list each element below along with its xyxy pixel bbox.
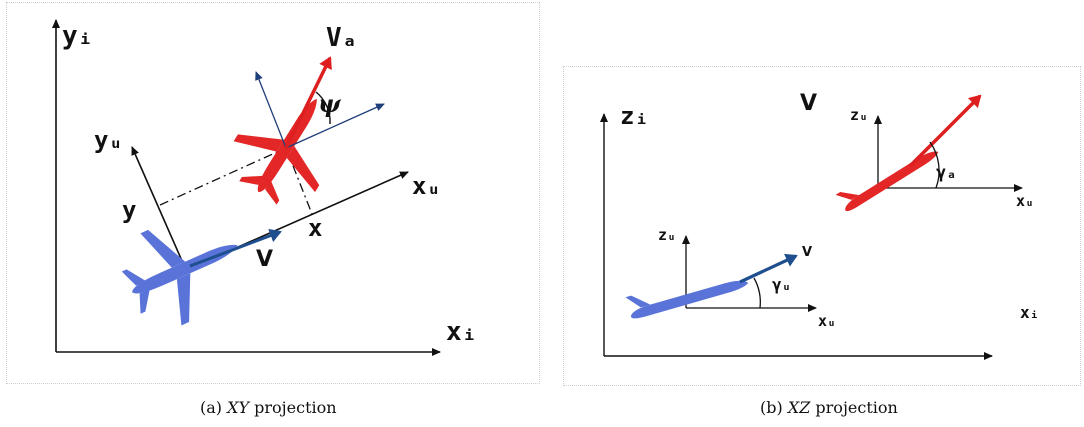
caption-b: (b) XZ projection bbox=[760, 398, 898, 417]
x-projection-line bbox=[285, 147, 313, 215]
v-bottom-label: V bbox=[802, 245, 812, 260]
zu-bottom-label: zᵤ bbox=[658, 226, 676, 244]
caption-b-prefix: (b) bbox=[760, 398, 788, 417]
zu-top-label: zᵤ bbox=[850, 106, 868, 124]
yi-label: yᵢ bbox=[62, 21, 93, 51]
xz-projection-panel bbox=[563, 66, 1081, 386]
gamma-a-label: γₐ bbox=[936, 163, 956, 183]
xi-label: xᵢ bbox=[446, 317, 477, 347]
intruder-y-axis bbox=[255, 71, 287, 149]
psi-angle-arc bbox=[315, 91, 331, 125]
v-top-label: V bbox=[800, 91, 817, 116]
intruder-x-axis bbox=[285, 103, 385, 149]
caption-a-suffix: projection bbox=[249, 398, 337, 417]
xu-label: xᵤ bbox=[412, 172, 441, 200]
xi-label-b: xᵢ bbox=[1020, 303, 1039, 322]
xu-bottom-label: xᵤ bbox=[818, 312, 836, 330]
gamma-u-label: γᵤ bbox=[772, 275, 791, 294]
yu-axis-line bbox=[131, 146, 187, 271]
y-projection-line bbox=[159, 147, 287, 206]
caption-b-suffix: projection bbox=[810, 398, 898, 417]
inertial-axes-a bbox=[52, 19, 441, 356]
psi-label: ψ bbox=[318, 89, 342, 118]
caption-a: (a) XY projection bbox=[200, 398, 337, 417]
yu-label: yᵤ bbox=[94, 126, 123, 154]
x-label: x bbox=[308, 214, 322, 242]
gamma-u-arc bbox=[753, 277, 761, 309]
caption-b-var: XZ bbox=[787, 398, 811, 417]
xu-top-label: xᵤ bbox=[1016, 192, 1034, 210]
caption-a-prefix: (a) bbox=[200, 398, 228, 417]
caption-a-var: XY bbox=[227, 398, 250, 417]
inertial-axes-b bbox=[600, 113, 993, 360]
v-label: V bbox=[256, 247, 273, 272]
v-arrow-b bbox=[739, 253, 798, 284]
va-arrow-b bbox=[908, 94, 982, 168]
y-label: y bbox=[122, 196, 136, 224]
va-label: Vₐ bbox=[326, 23, 357, 53]
zi-label: zᵢ bbox=[620, 102, 649, 130]
gamma-a-arc bbox=[929, 141, 940, 189]
va-velocity-arrow bbox=[284, 56, 332, 149]
v-velocity-arrow bbox=[189, 228, 282, 268]
